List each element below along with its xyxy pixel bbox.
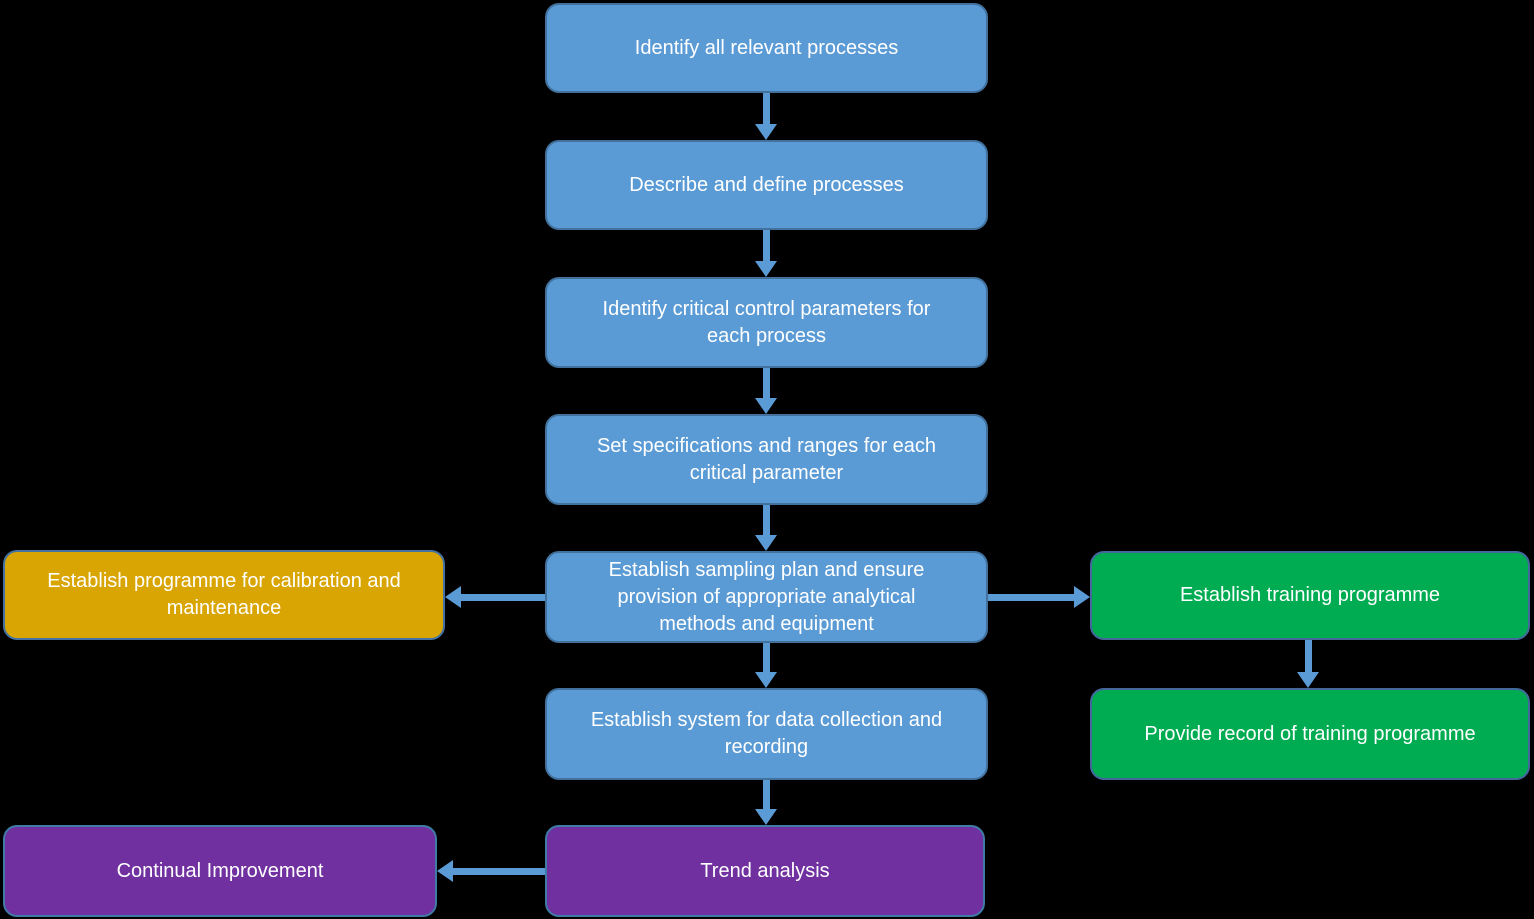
arrow-down-sampling-to-datacollection xyxy=(755,643,777,688)
arrow-left-trend-to-improvement xyxy=(437,860,545,882)
arrow-head-icon xyxy=(437,860,453,882)
arrow-head-icon xyxy=(755,535,777,551)
arrow-down-describe-to-critical xyxy=(755,230,777,277)
arrow-down-spec-to-sampling xyxy=(755,505,777,551)
arrow-stem xyxy=(762,230,770,263)
arrow-head-icon xyxy=(755,398,777,414)
arrow-stem xyxy=(988,593,1076,601)
node-label: Set specifications and ranges for each c… xyxy=(596,434,937,484)
arrow-stem xyxy=(762,505,770,537)
arrow-head-icon xyxy=(755,809,777,825)
node-set-specifications: Set specifications and ranges for each c… xyxy=(545,414,988,505)
arrow-stem xyxy=(451,867,545,875)
arrow-head-icon xyxy=(755,124,777,140)
arrow-stem xyxy=(1304,640,1312,674)
arrow-down-identify-to-describe xyxy=(755,93,777,140)
arrow-head-icon xyxy=(755,261,777,277)
arrow-left-sampling-to-calibration xyxy=(445,586,545,608)
arrow-right-sampling-to-training xyxy=(988,586,1090,608)
arrow-head-icon xyxy=(1074,586,1090,608)
node-label: Trend analysis xyxy=(700,859,830,882)
node-label: Continual Improvement xyxy=(116,859,324,882)
node-data-collection: Establish system for data collection and… xyxy=(545,688,988,780)
node-label: Identify critical control parameters for… xyxy=(602,297,931,347)
node-label: Establish sampling plan and ensure provi… xyxy=(608,558,925,635)
arrow-down-datacollection-to-trend xyxy=(755,780,777,825)
node-label: Establish programme for calibration and … xyxy=(47,570,401,619)
node-training-programme: Establish training programme xyxy=(1090,551,1530,640)
arrow-stem xyxy=(459,593,545,601)
node-critical-parameters: Identify critical control parameters for… xyxy=(545,277,988,368)
node-trend-analysis: Trend analysis xyxy=(545,825,985,917)
arrow-down-critical-to-spec xyxy=(755,368,777,414)
node-label: Describe and define processes xyxy=(629,173,904,196)
node-identify-processes: Identify all relevant processes xyxy=(545,3,988,93)
arrow-head-icon xyxy=(755,672,777,688)
arrow-stem xyxy=(762,643,770,674)
arrow-stem xyxy=(762,93,770,126)
node-label: Establish training programme xyxy=(1179,584,1441,606)
node-continual-improvement: Continual Improvement xyxy=(3,825,437,917)
node-training-record: Provide record of training programme xyxy=(1090,688,1530,780)
node-label: Establish system for data collection and… xyxy=(590,709,943,758)
arrow-head-icon xyxy=(445,586,461,608)
arrow-stem xyxy=(762,368,770,400)
arrow-down-training-to-record xyxy=(1297,640,1319,688)
arrow-stem xyxy=(762,780,770,811)
arrow-head-icon xyxy=(1297,672,1319,688)
node-label: Provide record of training programme xyxy=(1144,722,1476,745)
node-calibration-maintenance: Establish programme for calibration and … xyxy=(3,550,445,640)
node-sampling-plan: Establish sampling plan and ensure provi… xyxy=(545,551,988,643)
node-label: Identify all relevant processes xyxy=(634,36,899,59)
node-describe-processes: Describe and define processes xyxy=(545,140,988,230)
